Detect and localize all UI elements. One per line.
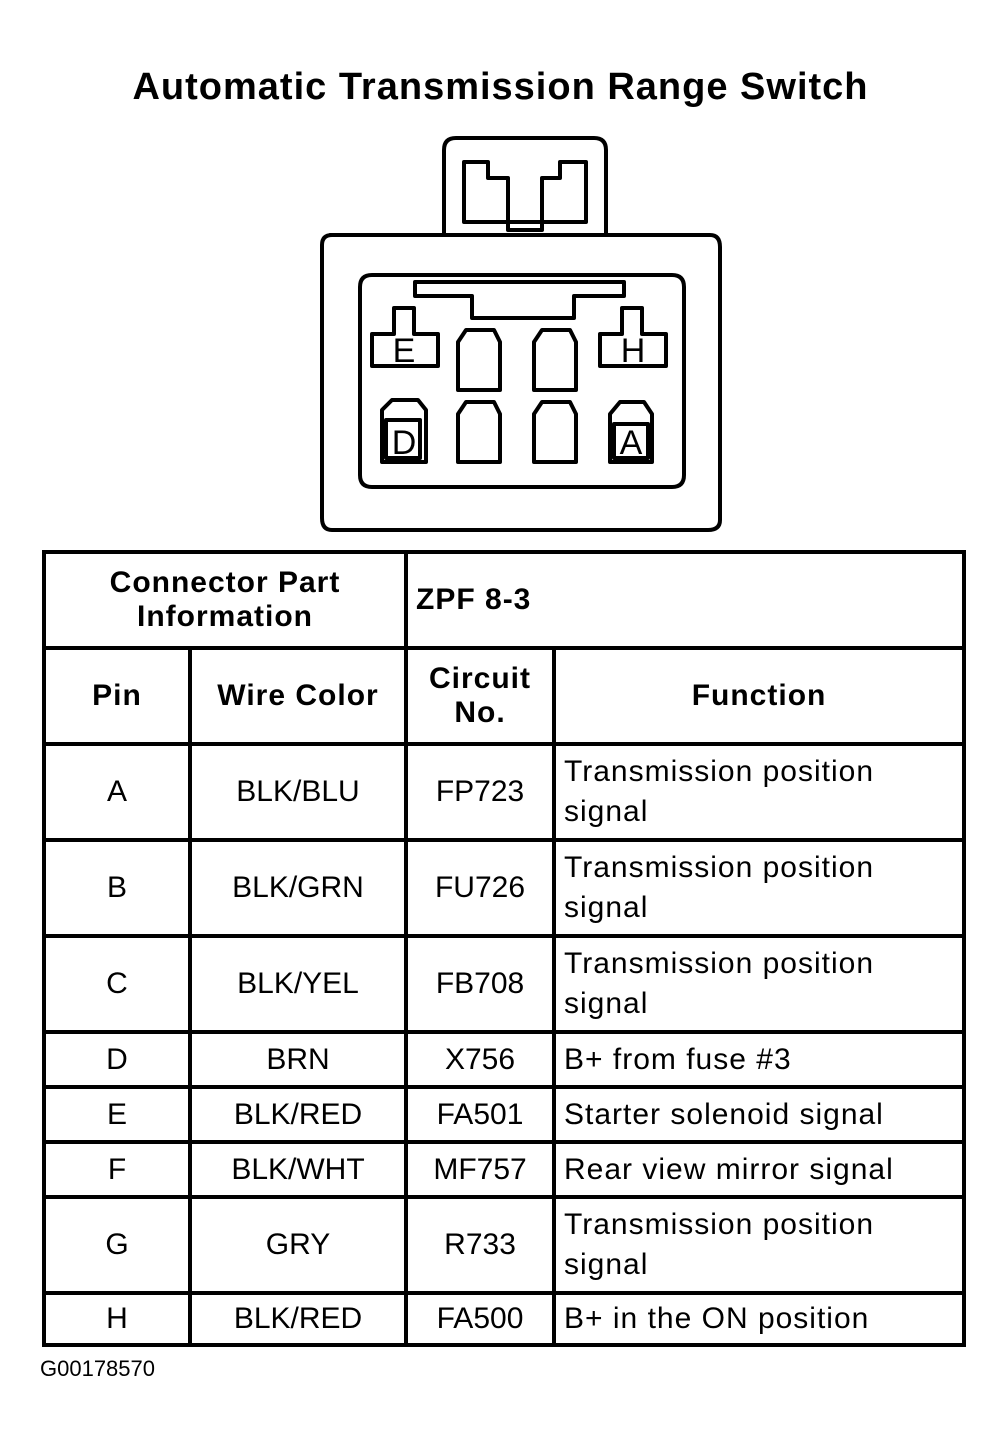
- pin-label-e: E: [393, 332, 416, 370]
- pin-d-terminal: [380, 398, 428, 464]
- pin-label-d: D: [392, 424, 417, 462]
- wire-color-cell: BRN: [187, 1030, 409, 1089]
- circuit-cell: FA500: [404, 1291, 557, 1347]
- circuit-cell: X756: [404, 1030, 557, 1089]
- circuit-cell: R733: [404, 1195, 557, 1295]
- connector-info-label: Connector Part Information: [41, 550, 409, 650]
- table-row: C BLK/YEL FB708 Transmission position si…: [42, 934, 967, 1034]
- pin-cell: F: [42, 1140, 192, 1199]
- table-row: F BLK/WHT MF757 Rear view mirror signal: [42, 1140, 967, 1199]
- function-cell: Starter solenoid signal: [552, 1085, 967, 1144]
- circuit-cell: FB708: [404, 934, 557, 1034]
- circuit-cell: MF757: [404, 1140, 557, 1199]
- terminal-bottom-2: [456, 400, 502, 464]
- latch-tab: [462, 160, 588, 232]
- header-wire-color: Wire Color: [187, 646, 409, 746]
- pin-h-terminal: [598, 306, 668, 368]
- info-row: Connector Part Information ZPF 8-3: [41, 550, 967, 650]
- figure-id: G00178570: [40, 1356, 155, 1381]
- connector-table: Connector Part Information ZPF 8-3 Pin W…: [41, 550, 967, 1347]
- terminal-bottom-3: [532, 400, 578, 464]
- pin-a-terminal: [608, 400, 654, 464]
- terminal-top-3: [532, 328, 578, 392]
- function-cell: B+ from fuse #3: [552, 1030, 967, 1089]
- header-function: Function: [552, 646, 967, 746]
- pin-cell: C: [42, 934, 192, 1034]
- circuit-cell: FU726: [404, 838, 557, 938]
- key-slot: [413, 280, 626, 320]
- table-row: B BLK/GRN FU726 Transmission position si…: [42, 838, 967, 938]
- wire-color-cell: BLK/WHT: [187, 1140, 409, 1199]
- connector-housing: [320, 233, 722, 532]
- connector-info-value: ZPF 8-3: [404, 550, 967, 650]
- diagram-title: Automatic Transmission Range Switch: [132, 66, 869, 108]
- wire-color-cell: GRY: [187, 1195, 409, 1295]
- table-row: A BLK/BLU FP723 Transmission position si…: [42, 742, 967, 842]
- header-circuit: Circuit No.: [404, 646, 557, 746]
- pin-cell: B: [42, 838, 192, 938]
- function-cell: Transmission position signal: [552, 934, 967, 1034]
- wire-color-cell: BLK/RED: [187, 1085, 409, 1144]
- wire-color-cell: BLK/GRN: [187, 838, 409, 938]
- header-pin: Pin: [42, 646, 192, 746]
- function-cell: Transmission position signal: [552, 838, 967, 938]
- table-row: G GRY R733 Transmission position signal: [42, 1195, 967, 1295]
- wire-color-cell: BLK/BLU: [187, 742, 409, 842]
- pin-d-inner: [384, 418, 422, 460]
- header-row: Pin Wire Color Circuit No. Function: [42, 646, 967, 746]
- function-cell: Transmission position signal: [552, 742, 967, 842]
- function-cell: Rear view mirror signal: [552, 1140, 967, 1199]
- connector-diagram: E H D A: [320, 136, 722, 532]
- pin-cell: G: [42, 1195, 192, 1295]
- connector-latch: [442, 136, 608, 235]
- pin-label-h: H: [621, 332, 646, 370]
- circuit-cell: FA501: [404, 1085, 557, 1144]
- table-row: H BLK/RED FA500 B+ in the ON position: [42, 1291, 967, 1347]
- circuit-cell: FP723: [404, 742, 557, 842]
- wire-color-cell: BLK/RED: [187, 1291, 409, 1347]
- pin-e-terminal: [370, 306, 440, 368]
- pin-label-a: A: [620, 424, 643, 462]
- function-cell: Transmission position signal: [552, 1195, 967, 1295]
- table-row: D BRN X756 B+ from fuse #3: [42, 1030, 967, 1089]
- terminal-top-2: [456, 328, 502, 392]
- pin-cell: E: [42, 1085, 192, 1144]
- connector-cavity: [358, 273, 686, 489]
- table-row: E BLK/RED FA501 Starter solenoid signal: [42, 1085, 967, 1144]
- wire-color-cell: BLK/YEL: [187, 934, 409, 1034]
- pin-cell: A: [42, 742, 192, 842]
- function-cell: B+ in the ON position: [552, 1291, 967, 1347]
- pin-cell: D: [42, 1030, 192, 1089]
- pin-a-inner: [612, 422, 650, 460]
- pin-cell: H: [42, 1291, 192, 1347]
